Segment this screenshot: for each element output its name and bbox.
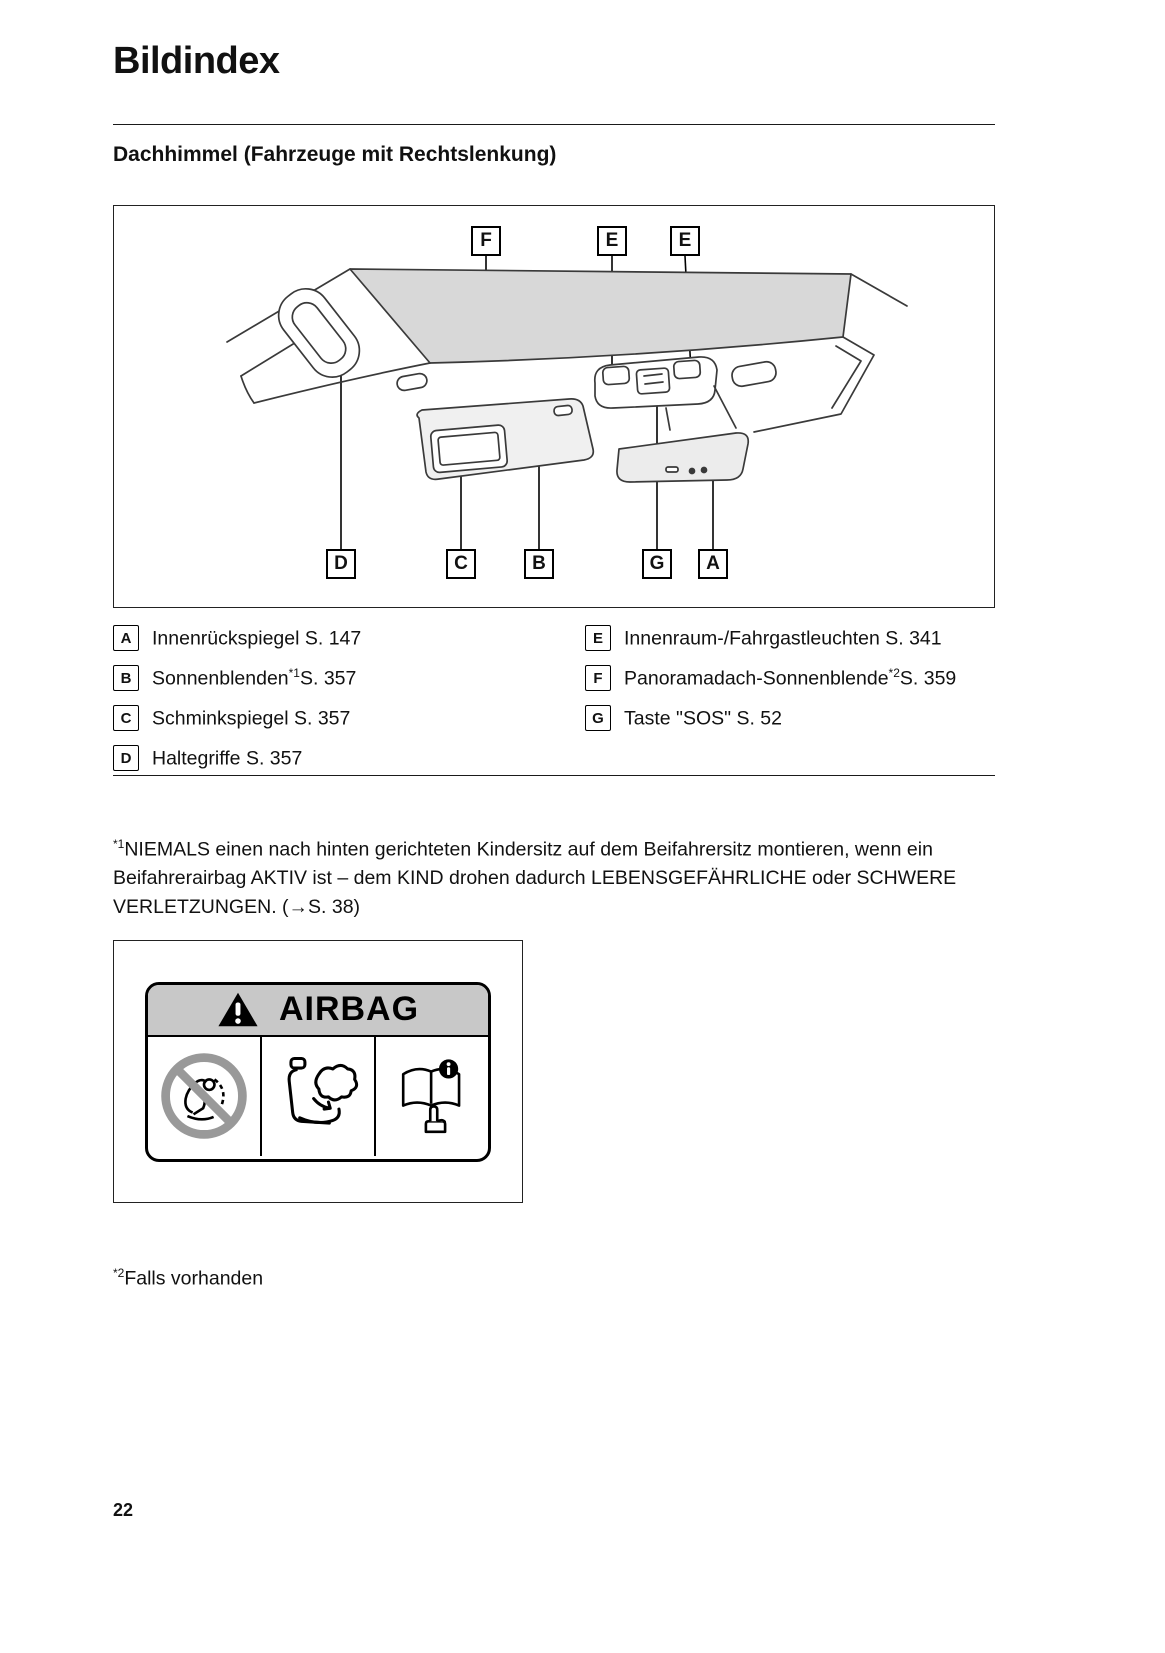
footnote-2: *2Falls vorhanden	[113, 1265, 264, 1290]
diagram-label-E2: E	[670, 226, 700, 256]
legend-item-E: E Innenraum-/Fahrgastleuchten S. 341	[585, 618, 1015, 658]
legend-text-F: Panoramadach-Sonnenblende*2S. 359	[624, 665, 957, 690]
diagram-label-A: A	[698, 549, 728, 579]
headliner-line-drawing	[226, 255, 908, 549]
diagram-label-G: G	[642, 549, 672, 579]
legend-text-E: Innenraum-/Fahrgastleuchten S. 341	[624, 627, 942, 650]
airbag-warning-label: AIRBAG	[145, 981, 491, 1162]
headliner-diagram: F E E D C B G A	[113, 205, 995, 608]
legend-text-A: Innenrückspiegel S. 147	[152, 627, 362, 650]
legend-right-column: E Innenraum-/Fahrgastleuchten S. 341 F P…	[585, 618, 1015, 738]
panorama-sunshade-shape	[349, 268, 852, 364]
legend-item-D: D Haltegriffe S. 357	[113, 738, 583, 778]
divider-legend	[113, 775, 995, 776]
airbag-label-title: AIRBAG	[278, 990, 420, 1028]
legend-text-C: Schminkspiegel S. 357	[152, 707, 351, 730]
diagram-label-F: F	[471, 226, 501, 256]
legend-item-B: B Sonnenblenden*1S. 357	[113, 658, 583, 698]
legend-key-E: E	[585, 625, 611, 651]
airbag-deploy-icon	[287, 1056, 359, 1125]
airbag-warning-figure: AIRBAG	[113, 940, 523, 1203]
diagram-label-D: D	[326, 549, 356, 579]
airbag-cell-1	[148, 1036, 262, 1156]
rearview-mirror-shape	[616, 432, 750, 483]
diagram-label-E1: E	[597, 226, 627, 256]
legend-key-B: B	[113, 665, 139, 691]
legend-left-column: A Innenrückspiegel S. 147 B Sonnenblende…	[113, 618, 583, 778]
prohibition-child-seat-icon	[161, 1053, 247, 1139]
legend-text-B: Sonnenblenden*1S. 357	[152, 665, 357, 690]
vanity-mirror-shape	[429, 424, 509, 474]
legend-key-D: D	[113, 745, 139, 771]
section-heading: Dachhimmel (Fahrzeuge mit Rechtslenkung)	[113, 143, 557, 166]
legend-text-G: Taste "SOS" S. 52	[624, 707, 782, 730]
airbag-cell-3	[376, 1037, 488, 1156]
legend-key-G: G	[585, 705, 611, 731]
read-manual-icon	[401, 1059, 461, 1134]
page-title: Bildindex	[113, 40, 280, 82]
airbag-label-pictograms	[148, 1036, 488, 1156]
legend-item-G: G Taste "SOS" S. 52	[585, 698, 1015, 738]
legend-text-D: Haltegriffe S. 357	[152, 747, 303, 770]
footnote-1: *1NIEMALS einen nach hinten gerichteten …	[113, 836, 957, 919]
diagram-label-C: C	[446, 549, 476, 579]
legend-item-A: A Innenrückspiegel S. 147	[113, 618, 583, 658]
legend-item-C: C Schminkspiegel S. 357	[113, 698, 583, 738]
legend-key-F: F	[585, 665, 611, 691]
warning-triangle-icon	[218, 992, 258, 1027]
page-number: 22	[113, 1500, 134, 1520]
diagram-label-B: B	[524, 549, 554, 579]
airbag-cell-2	[262, 1036, 376, 1156]
airbag-label-header: AIRBAG	[148, 984, 488, 1037]
legend-key-C: C	[113, 705, 139, 731]
grab-handle-shape	[277, 287, 361, 378]
divider-top	[113, 124, 995, 125]
legend-item-F: F Panoramadach-Sonnenblende*2S. 359	[585, 658, 1015, 698]
legend-key-A: A	[113, 625, 139, 651]
